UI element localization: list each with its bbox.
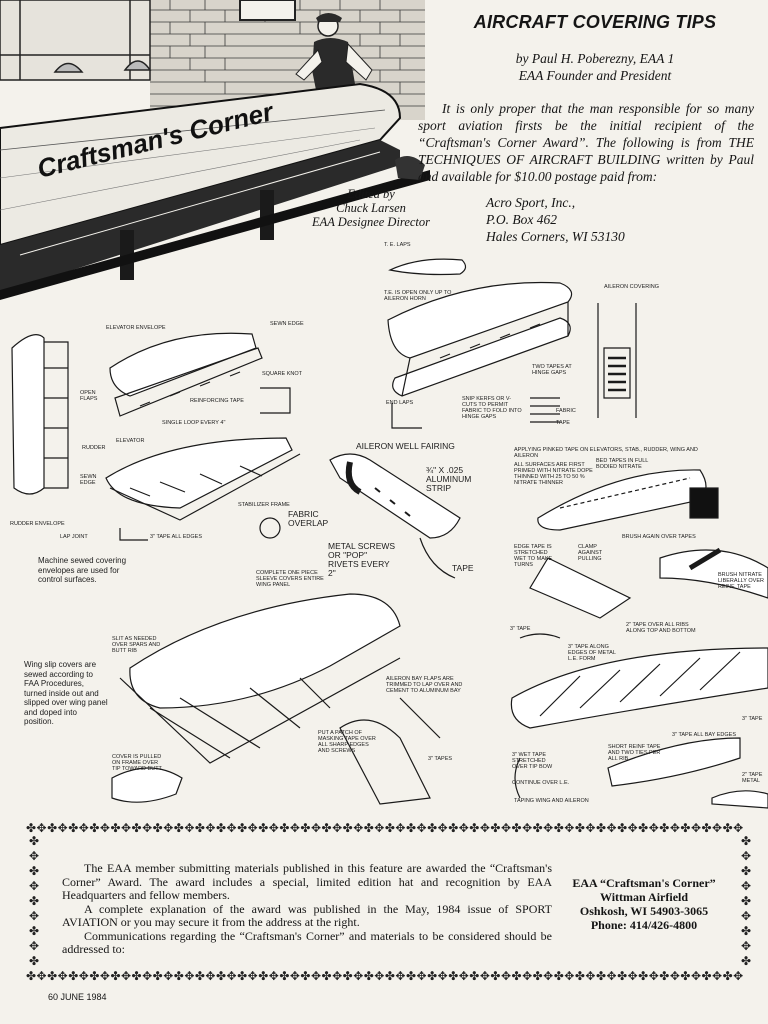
author: by Paul H. Poberezny, EAA 1 bbox=[515, 51, 675, 66]
ornamental-border-left: ✤✥✤✥✤✥✤✥✤ bbox=[28, 834, 40, 968]
label-tape: TAPE bbox=[556, 420, 570, 426]
label-sewn-edge-2: SEWN EDGE bbox=[80, 474, 97, 486]
label-two-tape-ribs: 2" TAPE OVER ALL RIBS ALONG TOP AND BOTT… bbox=[626, 622, 696, 634]
intro-paragraph: It is only proper that the man responsib… bbox=[418, 100, 754, 185]
label-two-tape-metal: 2" TAPE METAL bbox=[742, 772, 763, 784]
label-clamp: CLAMP AGAINST PULLING bbox=[578, 544, 603, 562]
craftsmans-corner-illustration: Craftsman's Corner bbox=[0, 0, 430, 300]
label-sewn-edge: SEWN EDGE bbox=[270, 321, 304, 327]
page-footer: 60 JUNE 1984 bbox=[48, 992, 107, 1002]
award-paragraph: The EAA member submitting materials publ… bbox=[62, 861, 552, 902]
label-two-tapes: TWO TAPES AT HINGE GAPS bbox=[532, 364, 572, 376]
caption-machine-sewed: Machine sewed covering envelopes are use… bbox=[38, 556, 127, 584]
label-slit-as-needed: SLIT AS NEEDED OVER SPARS AND BUTT RIB bbox=[112, 636, 161, 654]
ornamental-border-top: ✤✥✤✥✤✥✤✥✤✥✤✥✤✥✤✥✤✥✤✥✤✥✤✥✤✥✤✥✤✥✤✥✤✥✤✥✤✥✤✥… bbox=[26, 821, 744, 835]
publisher-address: Acro Sport, Inc., P.O. Box 462 Hales Cor… bbox=[486, 194, 716, 245]
editor-credit: Edited by Chuck Larsen EAA Designee Dire… bbox=[300, 187, 442, 229]
label-masking-tape: PUT A PATCH OF MASKING TAPE OVER ALL SHA… bbox=[318, 730, 376, 754]
address-line: Acro Sport, Inc., bbox=[486, 195, 576, 210]
label-brush-again: BRUSH AGAIN OVER TAPES bbox=[622, 534, 696, 540]
award-paragraph: A complete explanation of the award was … bbox=[62, 901, 552, 929]
label-edge-tape: EDGE TAPE IS STRETCHED WET TO MAKE TURNS bbox=[514, 544, 553, 568]
label-three-tape-along: 3" TAPE ALONG EDGES OF METAL L.E. FORM bbox=[568, 644, 616, 662]
caption-wing-slip: Wing slip covers are sewed according to … bbox=[24, 660, 108, 726]
label-end-laps: END LAPS bbox=[386, 400, 414, 406]
contact-address: EAA “Craftsman's Corner” Wittman Airfiel… bbox=[560, 876, 728, 932]
label-three-tape: 3" TAPE bbox=[510, 626, 531, 632]
editor-line: Chuck Larsen bbox=[336, 201, 406, 215]
label-brush-nitrate: BRUSH NITRATE LIBERALLY OVER REINF. TAPE bbox=[718, 572, 764, 590]
label-rudder: RUDDER bbox=[82, 445, 106, 451]
label-complete-sleeve: COMPLETE ONE PIECE SLEEVE COVERS ENTIRE … bbox=[256, 570, 324, 588]
label-aluminum-strip: ¾" x .025 ALUMINUM STRIP bbox=[426, 465, 472, 493]
label-applying-pinked-tape: APPLYING PINKED TAPE ON ELEVATORS, STAB.… bbox=[514, 447, 698, 459]
editor-line: Edited by bbox=[347, 187, 395, 201]
label-aileron-covering: AILERON COVERING bbox=[604, 284, 660, 290]
address-line: P.O. Box 462 bbox=[486, 212, 557, 227]
label-metal-screws: METAL SCREWS OR "POP" RIVETS EVERY 2" bbox=[328, 541, 396, 578]
intro-text: It is only proper that the man responsib… bbox=[418, 101, 754, 184]
label-three-tape-right: 3" TAPE bbox=[742, 716, 763, 722]
label-short-reinf: SHORT REINF TAPE AND TWO TIES PER ALL RI… bbox=[608, 744, 661, 762]
label-te-open: T.E. IS OPEN ONLY UP TO AILERON HORN bbox=[384, 290, 452, 302]
article-title: AIRCRAFT COVERING TIPS bbox=[473, 12, 717, 32]
byline: by Paul H. Poberezny, EAA 1 EAA Founder … bbox=[440, 50, 750, 84]
label-elevator: ELEVATOR bbox=[116, 438, 145, 444]
contact-line: Oshkosh, WI 54903-3065 bbox=[579, 904, 709, 918]
award-paragraph: Communications regarding the “Craftsman'… bbox=[62, 928, 552, 956]
label-single-loop: SINGLE LOOP EVERY 4" bbox=[162, 420, 226, 426]
ornamental-border-bottom: ✤✥✤✥✤✥✤✥✤✥✤✥✤✥✤✥✤✥✤✥✤✥✤✥✤✥✤✥✤✥✤✥✤✥✤✥✤✥✤✥… bbox=[26, 969, 744, 983]
label-aileron-well-fairing: AILERON WELL FAIRING bbox=[356, 441, 455, 451]
author-title: EAA Founder and President bbox=[518, 68, 672, 83]
label-continue-over: CONTINUE OVER L.E. bbox=[512, 780, 570, 786]
label-all-surfaces: ALL SURFACES ARE FIRST PRIMED WITH NITRA… bbox=[514, 462, 593, 486]
label-stabilizer-frame: STABILIZER FRAME bbox=[238, 502, 290, 508]
editor-line: EAA Designee Director bbox=[311, 215, 431, 229]
label-bed-tapes: BED TAPES IN FULL BODIED NITRATE bbox=[596, 458, 649, 470]
label-cover-pulled: COVER IS PULLED ON FRAME OVER TIP TOWARD… bbox=[112, 754, 162, 772]
contact-phone: Phone: 414/426-4800 bbox=[590, 918, 698, 932]
label-fabric: FABRIC bbox=[556, 408, 576, 414]
label-te-laps: T. E. LAPS bbox=[384, 242, 411, 248]
label-tape-all-edges: 3" TAPE ALL EDGES bbox=[150, 534, 202, 540]
label-lap-joint: LAP JOINT bbox=[60, 534, 88, 540]
label-open-flaps: OPEN FLAPS bbox=[80, 390, 98, 402]
label-three-tapes: 3" TAPES bbox=[428, 756, 453, 762]
label-snip-kerfs: SNIP KERFS OR V-CUTS TO PERMIT FABRIC TO… bbox=[462, 396, 522, 420]
label-three-tape-bay: 3" TAPE ALL BAY EDGES bbox=[672, 732, 737, 738]
label-taping: TAPING WING AND AILERON bbox=[514, 798, 589, 804]
contact-line: Wittman Airfield bbox=[599, 890, 689, 904]
contact-line: EAA “Craftsman's Corner” bbox=[572, 876, 716, 890]
label-square-knot: SQUARE KNOT bbox=[262, 371, 303, 377]
ornamental-border-right: ✤✥✤✥✤✥✤✥✤ bbox=[740, 834, 752, 968]
diagram-drawings bbox=[11, 258, 768, 809]
label-tape-2: TAPE bbox=[452, 563, 474, 573]
award-description: The EAA member submitting materials publ… bbox=[62, 861, 552, 957]
label-rudder-envelope: RUDDER ENVELOPE bbox=[10, 521, 65, 527]
label-elevator-envelope: ELEVATOR ENVELOPE bbox=[106, 325, 166, 331]
label-three-wet-tape: 3" WET TAPE STRETCHED OVER TIP BOW bbox=[512, 752, 553, 770]
covering-diagrams: T. E. LAPS T.E. IS OPEN ONLY UP TO AILER… bbox=[0, 238, 768, 820]
label-reinforcing-tape: REINFORCING TAPE bbox=[190, 398, 244, 404]
address-line: Hales Corners, WI 53130 bbox=[486, 229, 625, 244]
label-aileron-bay-flaps: AILERON BAY FLAPS ARE TRIMMED TO LAP OVE… bbox=[386, 676, 463, 694]
label-fabric-overlap: FABRIC OVERLAP bbox=[288, 509, 329, 528]
